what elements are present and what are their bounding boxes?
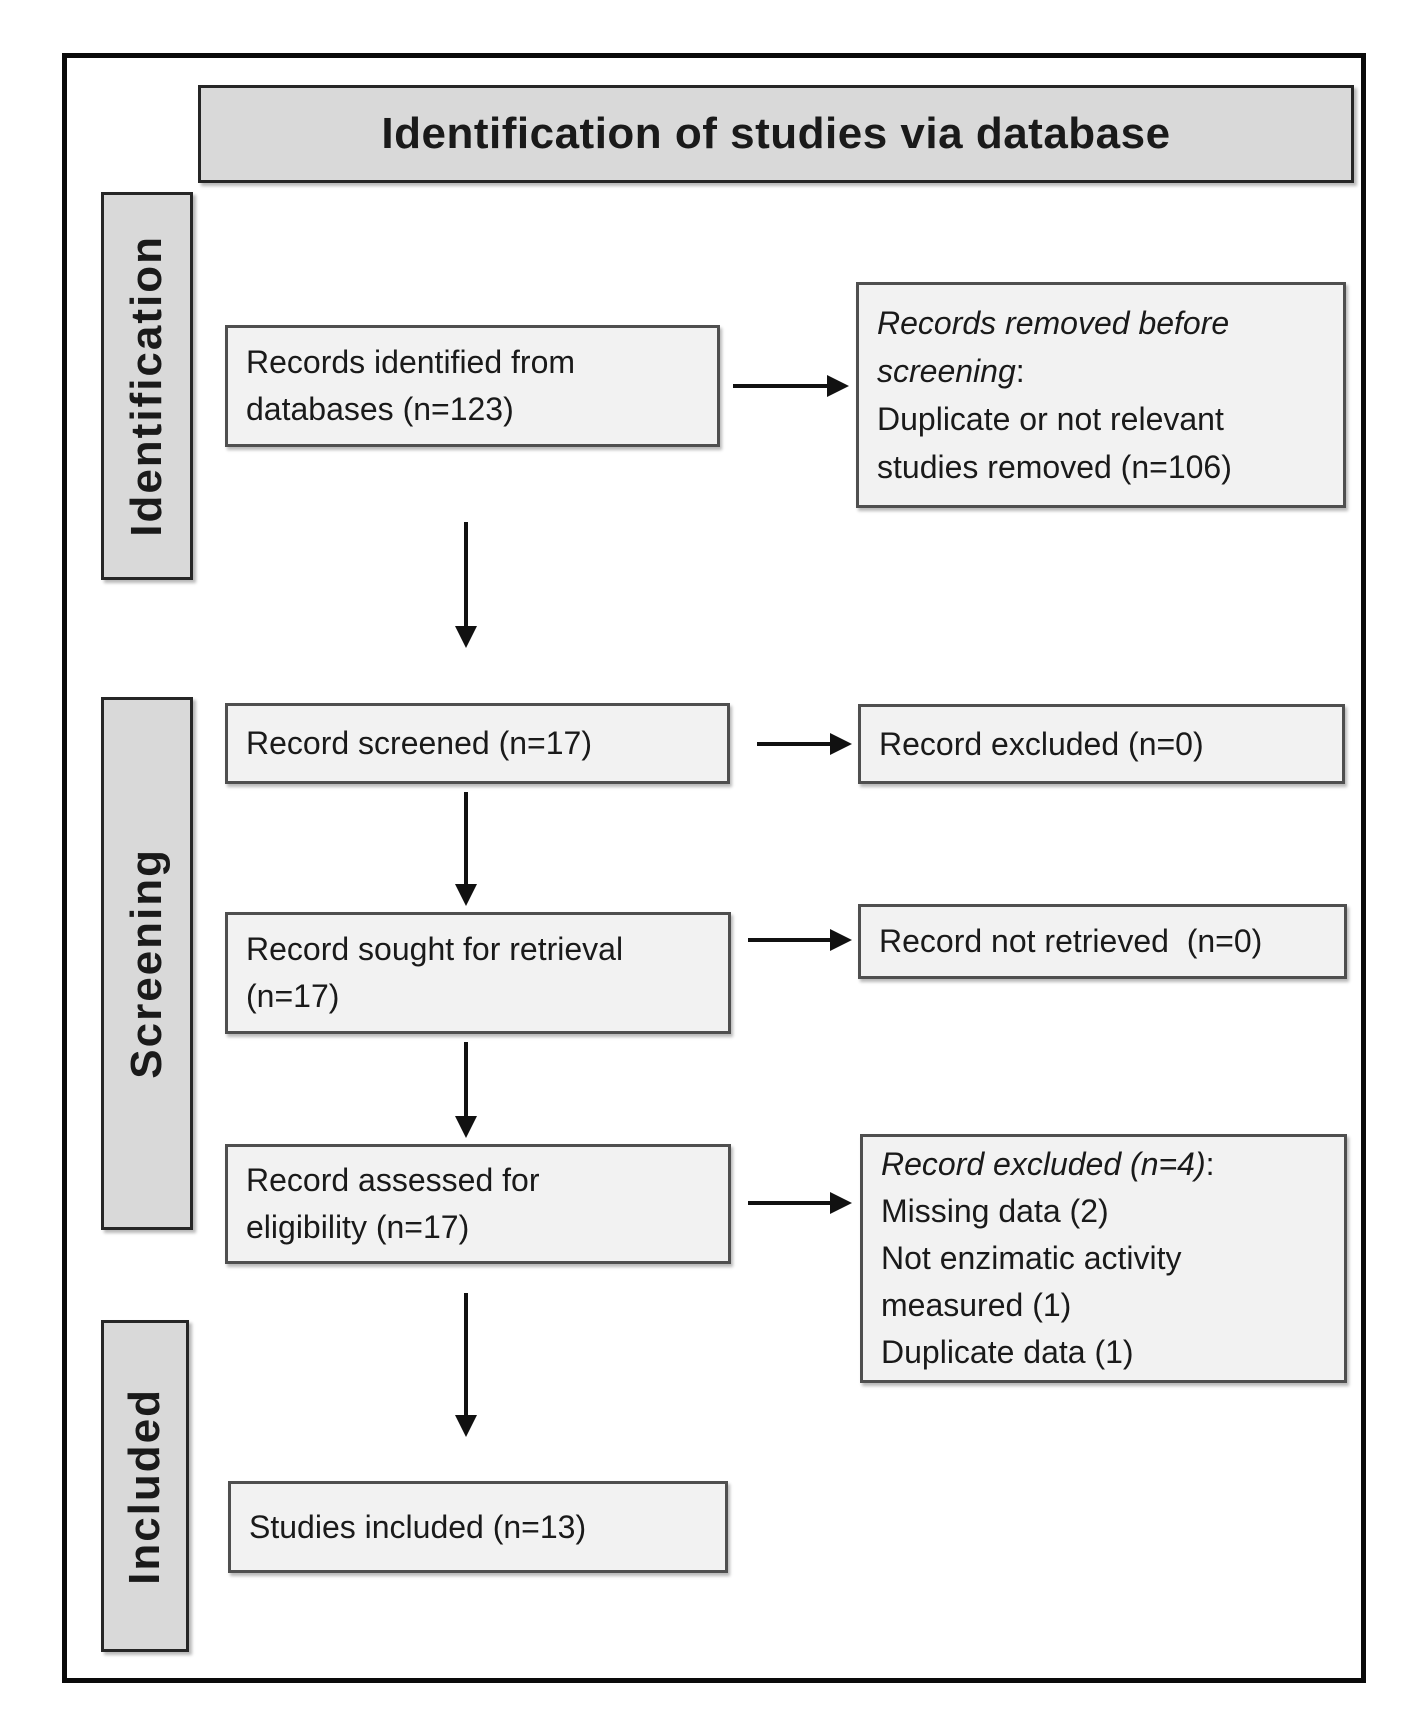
arrow-stem bbox=[748, 938, 830, 942]
arrow-head-right-icon bbox=[830, 929, 852, 951]
studies-included-label: Studies included (n=13) bbox=[249, 1508, 587, 1545]
records-identified-box: Records identified from databases (n=123… bbox=[225, 325, 720, 447]
records-removed-detail-line1: Duplicate or not relevant bbox=[877, 401, 1224, 437]
studies-included-box: Studies included (n=13) bbox=[228, 1481, 728, 1573]
identification-label: Identification bbox=[122, 235, 171, 537]
records-excluded-eligibility-heading: Record excluded (n=4) bbox=[881, 1146, 1206, 1182]
records-excluded-screening-label: Record excluded (n=0) bbox=[879, 725, 1204, 762]
records-screened-box: Record screened (n=17) bbox=[225, 703, 730, 784]
exclusion-reason-1: Missing data (2) bbox=[881, 1193, 1109, 1229]
records-excluded-eligibility-box: Record excluded (n=4): Missing data (2) … bbox=[860, 1134, 1347, 1383]
arrow-stem bbox=[733, 384, 827, 388]
records-excluded-eligibility-heading-line: Record excluded (n=4): bbox=[881, 1141, 1334, 1188]
included-label: Included bbox=[120, 1387, 169, 1585]
phase-label-identification: Identification bbox=[101, 192, 193, 580]
arrow-stem bbox=[464, 1293, 468, 1415]
arrow-head-down-icon bbox=[455, 1116, 477, 1138]
arrow-head-right-icon bbox=[830, 1192, 852, 1214]
records-sought-line1: Record sought for retrieval bbox=[246, 931, 624, 967]
records-removed-heading-line1: Records removed before bbox=[877, 299, 1333, 347]
records-removed-heading1: Records removed before bbox=[877, 305, 1230, 341]
arrow-head-right-icon bbox=[830, 733, 852, 755]
arrow-stem bbox=[464, 522, 468, 626]
records-sought-box: Record sought for retrieval (n=17) bbox=[225, 912, 731, 1034]
records-removed-detail-line2: studies removed (n=106) bbox=[877, 449, 1232, 485]
arrow-stem bbox=[748, 1201, 830, 1205]
records-sought-line2: (n=17) bbox=[246, 978, 340, 1014]
exclusion-reason-2-line1: Not enzimatic activity bbox=[881, 1240, 1182, 1276]
records-removed-colon: : bbox=[1015, 353, 1025, 389]
records-identified-line2: databases (n=123) bbox=[246, 391, 514, 427]
phase-label-screening: Screening bbox=[101, 697, 193, 1230]
records-not-retrieved-label: Record not retrieved (n=0) bbox=[879, 923, 1263, 959]
arrow-stem bbox=[757, 742, 830, 746]
records-excluded-eligibility-colon: : bbox=[1205, 1146, 1215, 1182]
records-assessed-line1: Record assessed for bbox=[246, 1162, 540, 1198]
arrow-head-down-icon bbox=[455, 884, 477, 906]
screening-label: Screening bbox=[122, 848, 171, 1079]
phase-label-included: Included bbox=[101, 1320, 189, 1652]
arrow-stem bbox=[464, 792, 468, 884]
diagram-title: Identification of studies via database bbox=[381, 109, 1171, 158]
records-assessed-line2: eligibility (n=17) bbox=[246, 1209, 470, 1245]
records-removed-heading-line2: screening: bbox=[877, 347, 1333, 395]
records-identified-line1: Records identified from bbox=[246, 344, 576, 380]
arrow-head-down-icon bbox=[455, 626, 477, 648]
arrow-head-right-icon bbox=[827, 375, 849, 397]
exclusion-reason-2-line2: measured (1) bbox=[881, 1287, 1072, 1323]
records-removed-box: Records removed before screening: Duplic… bbox=[856, 282, 1346, 508]
diagram-title-box: Identification of studies via database bbox=[198, 85, 1354, 183]
records-excluded-screening-box: Record excluded (n=0) bbox=[858, 704, 1345, 784]
arrow-stem bbox=[464, 1042, 468, 1116]
exclusion-reason-3: Duplicate data (1) bbox=[881, 1334, 1134, 1370]
records-removed-heading2: screening bbox=[877, 353, 1016, 389]
records-assessed-box: Record assessed for eligibility (n=17) bbox=[225, 1144, 731, 1264]
records-not-retrieved-box: Record not retrieved (n=0) bbox=[858, 904, 1347, 979]
records-screened-label: Record screened (n=17) bbox=[246, 725, 592, 761]
arrow-head-down-icon bbox=[455, 1415, 477, 1437]
